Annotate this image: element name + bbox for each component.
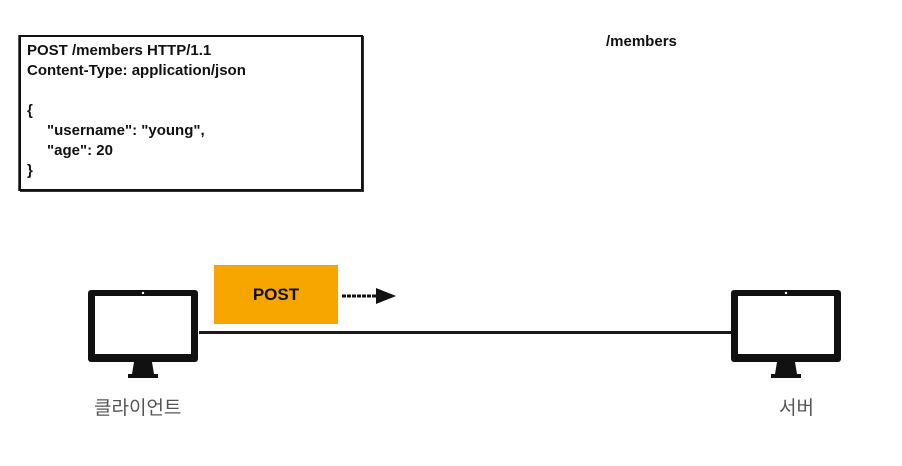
http-request-message: POST /members HTTP/1.1 Content-Type: app… (19, 35, 363, 191)
client-computer-icon (88, 290, 198, 378)
server-label: 서버 (779, 397, 814, 419)
json-close-brace: } (27, 162, 33, 179)
request-line: POST /members HTTP/1.1 (27, 42, 212, 59)
content-type-header: Content-Type: application/json (27, 62, 246, 79)
resource-url: /members (606, 33, 677, 50)
json-age-field: "age": 20 (47, 142, 113, 159)
json-username-field: "username": "young", (47, 122, 205, 139)
json-open-brace: { (27, 102, 33, 119)
right-arrow-icon (342, 288, 396, 304)
client-label: 클라이언트 (94, 397, 182, 419)
post-method-badge: POST (214, 265, 338, 324)
server-computer-icon (731, 290, 841, 378)
blank-line (27, 81, 355, 101)
method-label: POST (252, 284, 300, 304)
connection-line (199, 331, 733, 334)
